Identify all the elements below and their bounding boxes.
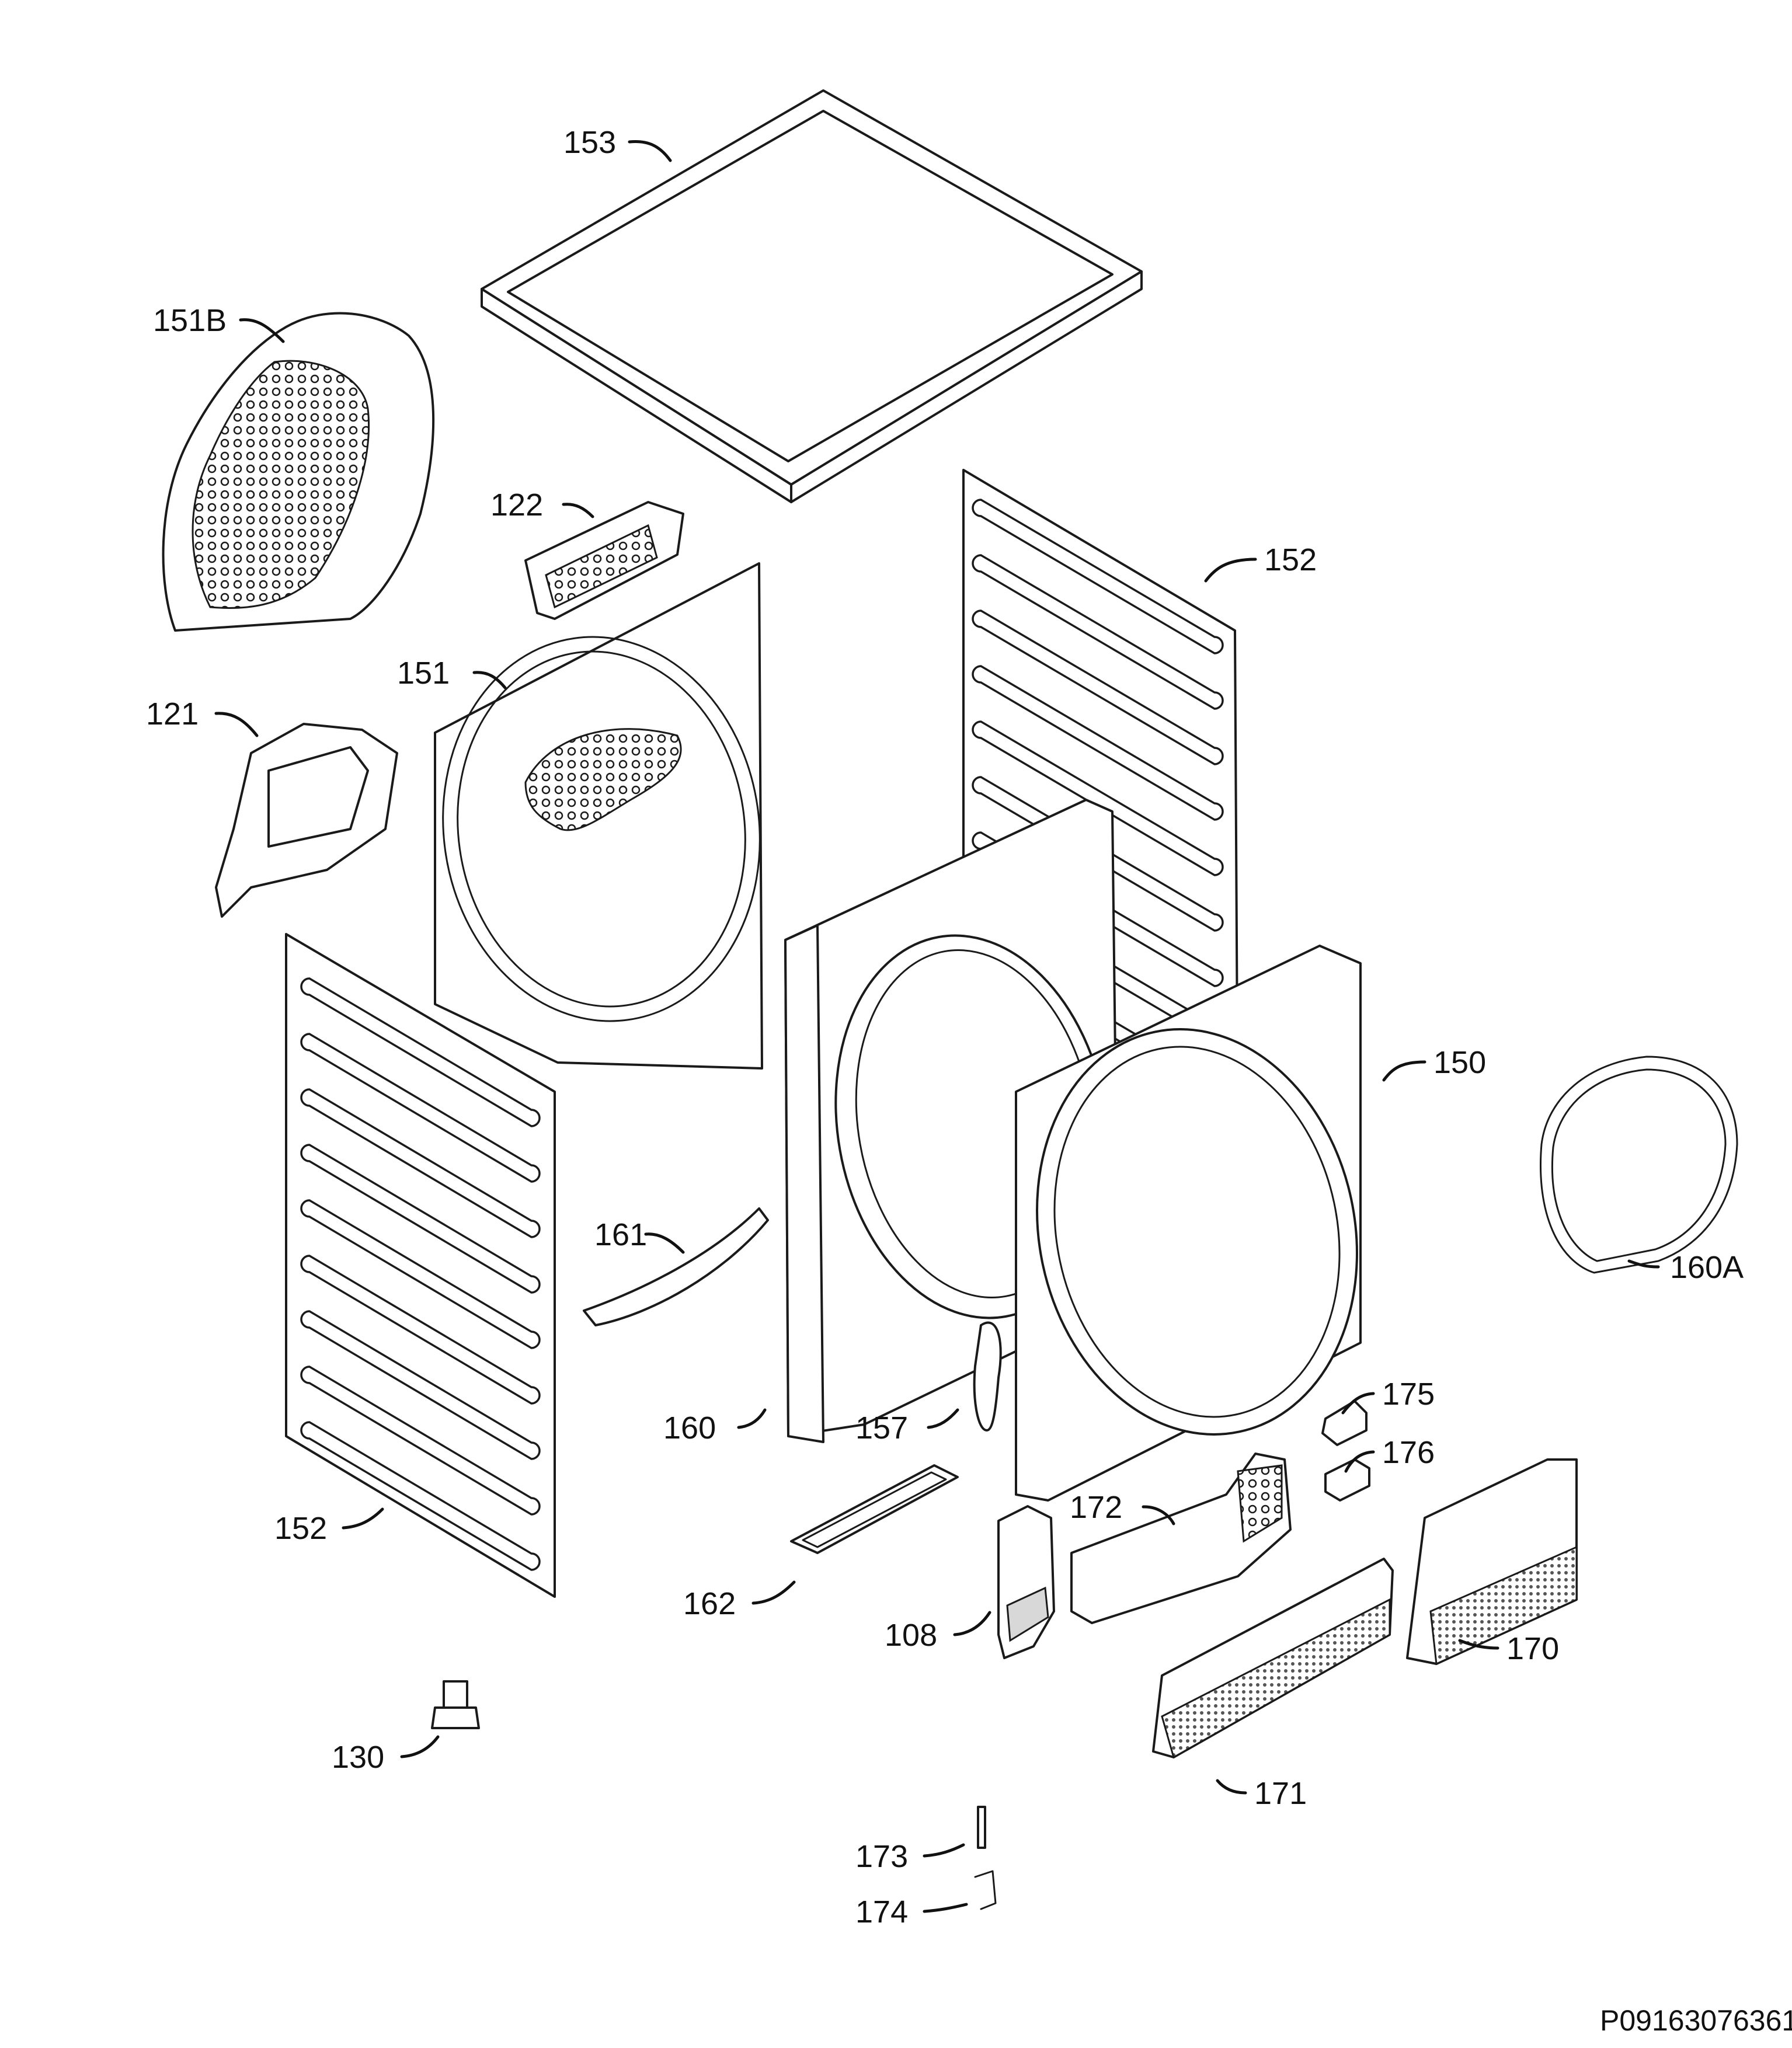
- callout-175: 175: [1382, 1377, 1435, 1412]
- callout-151: 151: [397, 656, 450, 691]
- callout-170: 170: [1506, 1631, 1559, 1666]
- callout-130: 130: [332, 1740, 384, 1775]
- panel-rib: [300, 1033, 541, 1183]
- callout-108: 108: [885, 1618, 937, 1653]
- panel-rib: [300, 1144, 541, 1294]
- callout-160A: 160A: [1670, 1250, 1744, 1285]
- callout-171: 171: [1254, 1776, 1307, 1811]
- part-121-duct-frame: [215, 723, 398, 918]
- callout-150: 150: [1433, 1045, 1486, 1080]
- part-151B-rear-cover: [162, 312, 435, 632]
- part-175-clip: [1321, 1400, 1368, 1446]
- callout-172: 172: [1070, 1490, 1122, 1525]
- part-157-bracket: [973, 1321, 1002, 1431]
- part-130-foot: [431, 1680, 480, 1729]
- panel-rib: [972, 554, 1224, 710]
- part-173-pin: [977, 1806, 986, 1849]
- part-174-clip: [974, 1870, 997, 1910]
- panel-rib: [300, 1421, 541, 1571]
- callout-157: 157: [855, 1410, 908, 1446]
- callout-labels: 153 151B 122 152 151 121 150 160A 161 16…: [146, 125, 1744, 1929]
- panel-rib: [300, 1255, 541, 1405]
- callout-151B: 151B: [153, 303, 227, 338]
- part-153-top-cover: [481, 89, 1143, 503]
- part-122-duct: [524, 501, 684, 620]
- panel-rib: [300, 1088, 541, 1238]
- callout-162: 162: [683, 1586, 736, 1621]
- callout-173: 173: [855, 1839, 908, 1874]
- panel-rib: [300, 1366, 541, 1516]
- part-176-latch: [1324, 1458, 1370, 1502]
- callout-174: 174: [855, 1894, 908, 1929]
- part-161-curved-strip: [583, 1207, 769, 1326]
- part-171-kickplate: [1152, 1558, 1394, 1759]
- part-151-rear-panel: [434, 562, 763, 1070]
- document-code: P09163076361: [1600, 2004, 1792, 2037]
- callout-152-top: 152: [1264, 542, 1317, 577]
- part-170-kickplate: [1406, 1458, 1578, 1666]
- callout-152-bottom: 152: [274, 1511, 327, 1546]
- callout-161: 161: [594, 1217, 647, 1252]
- callout-153: 153: [563, 125, 616, 160]
- callout-160: 160: [663, 1410, 716, 1446]
- part-160A-door-seal: [1539, 1056, 1738, 1274]
- callout-121: 121: [146, 696, 199, 732]
- panel-rib: [972, 499, 1224, 654]
- panel-rib: [300, 977, 541, 1127]
- panel-rib: [972, 609, 1224, 765]
- panel-rib: [972, 720, 1224, 876]
- panel-rib: [300, 1199, 541, 1349]
- part-108-filter-housing: [997, 1505, 1055, 1659]
- part-172-air-guide: [1070, 1453, 1292, 1624]
- panel-rib: [300, 1310, 541, 1460]
- part-152-side-panel-left: [285, 933, 556, 1598]
- callout-122: 122: [490, 487, 543, 523]
- panel-rib: [972, 665, 1224, 821]
- callout-176: 176: [1382, 1435, 1435, 1470]
- part-150-front-panel: [1015, 945, 1362, 1502]
- part-162-gasket: [790, 1464, 959, 1554]
- leader-lines: [214, 140, 1660, 1913]
